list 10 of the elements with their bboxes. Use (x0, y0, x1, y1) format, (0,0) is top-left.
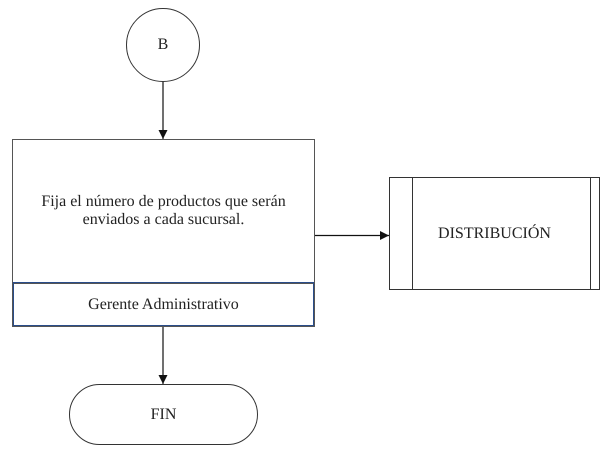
arrow (158, 327, 168, 384)
node-text: DISTRIBUCIÓN (438, 224, 551, 242)
process-text: Fija el número de productos que serán enviados a cada sucursal. (41, 193, 286, 229)
process-box (12, 139, 315, 327)
arrow (315, 231, 389, 240)
node-text: FIN (150, 406, 176, 424)
node-text: B (158, 36, 168, 54)
arrow (158, 82, 168, 139)
responsible-role: Gerente Administrativo (13, 282, 314, 326)
predefined-process-box (389, 177, 600, 290)
